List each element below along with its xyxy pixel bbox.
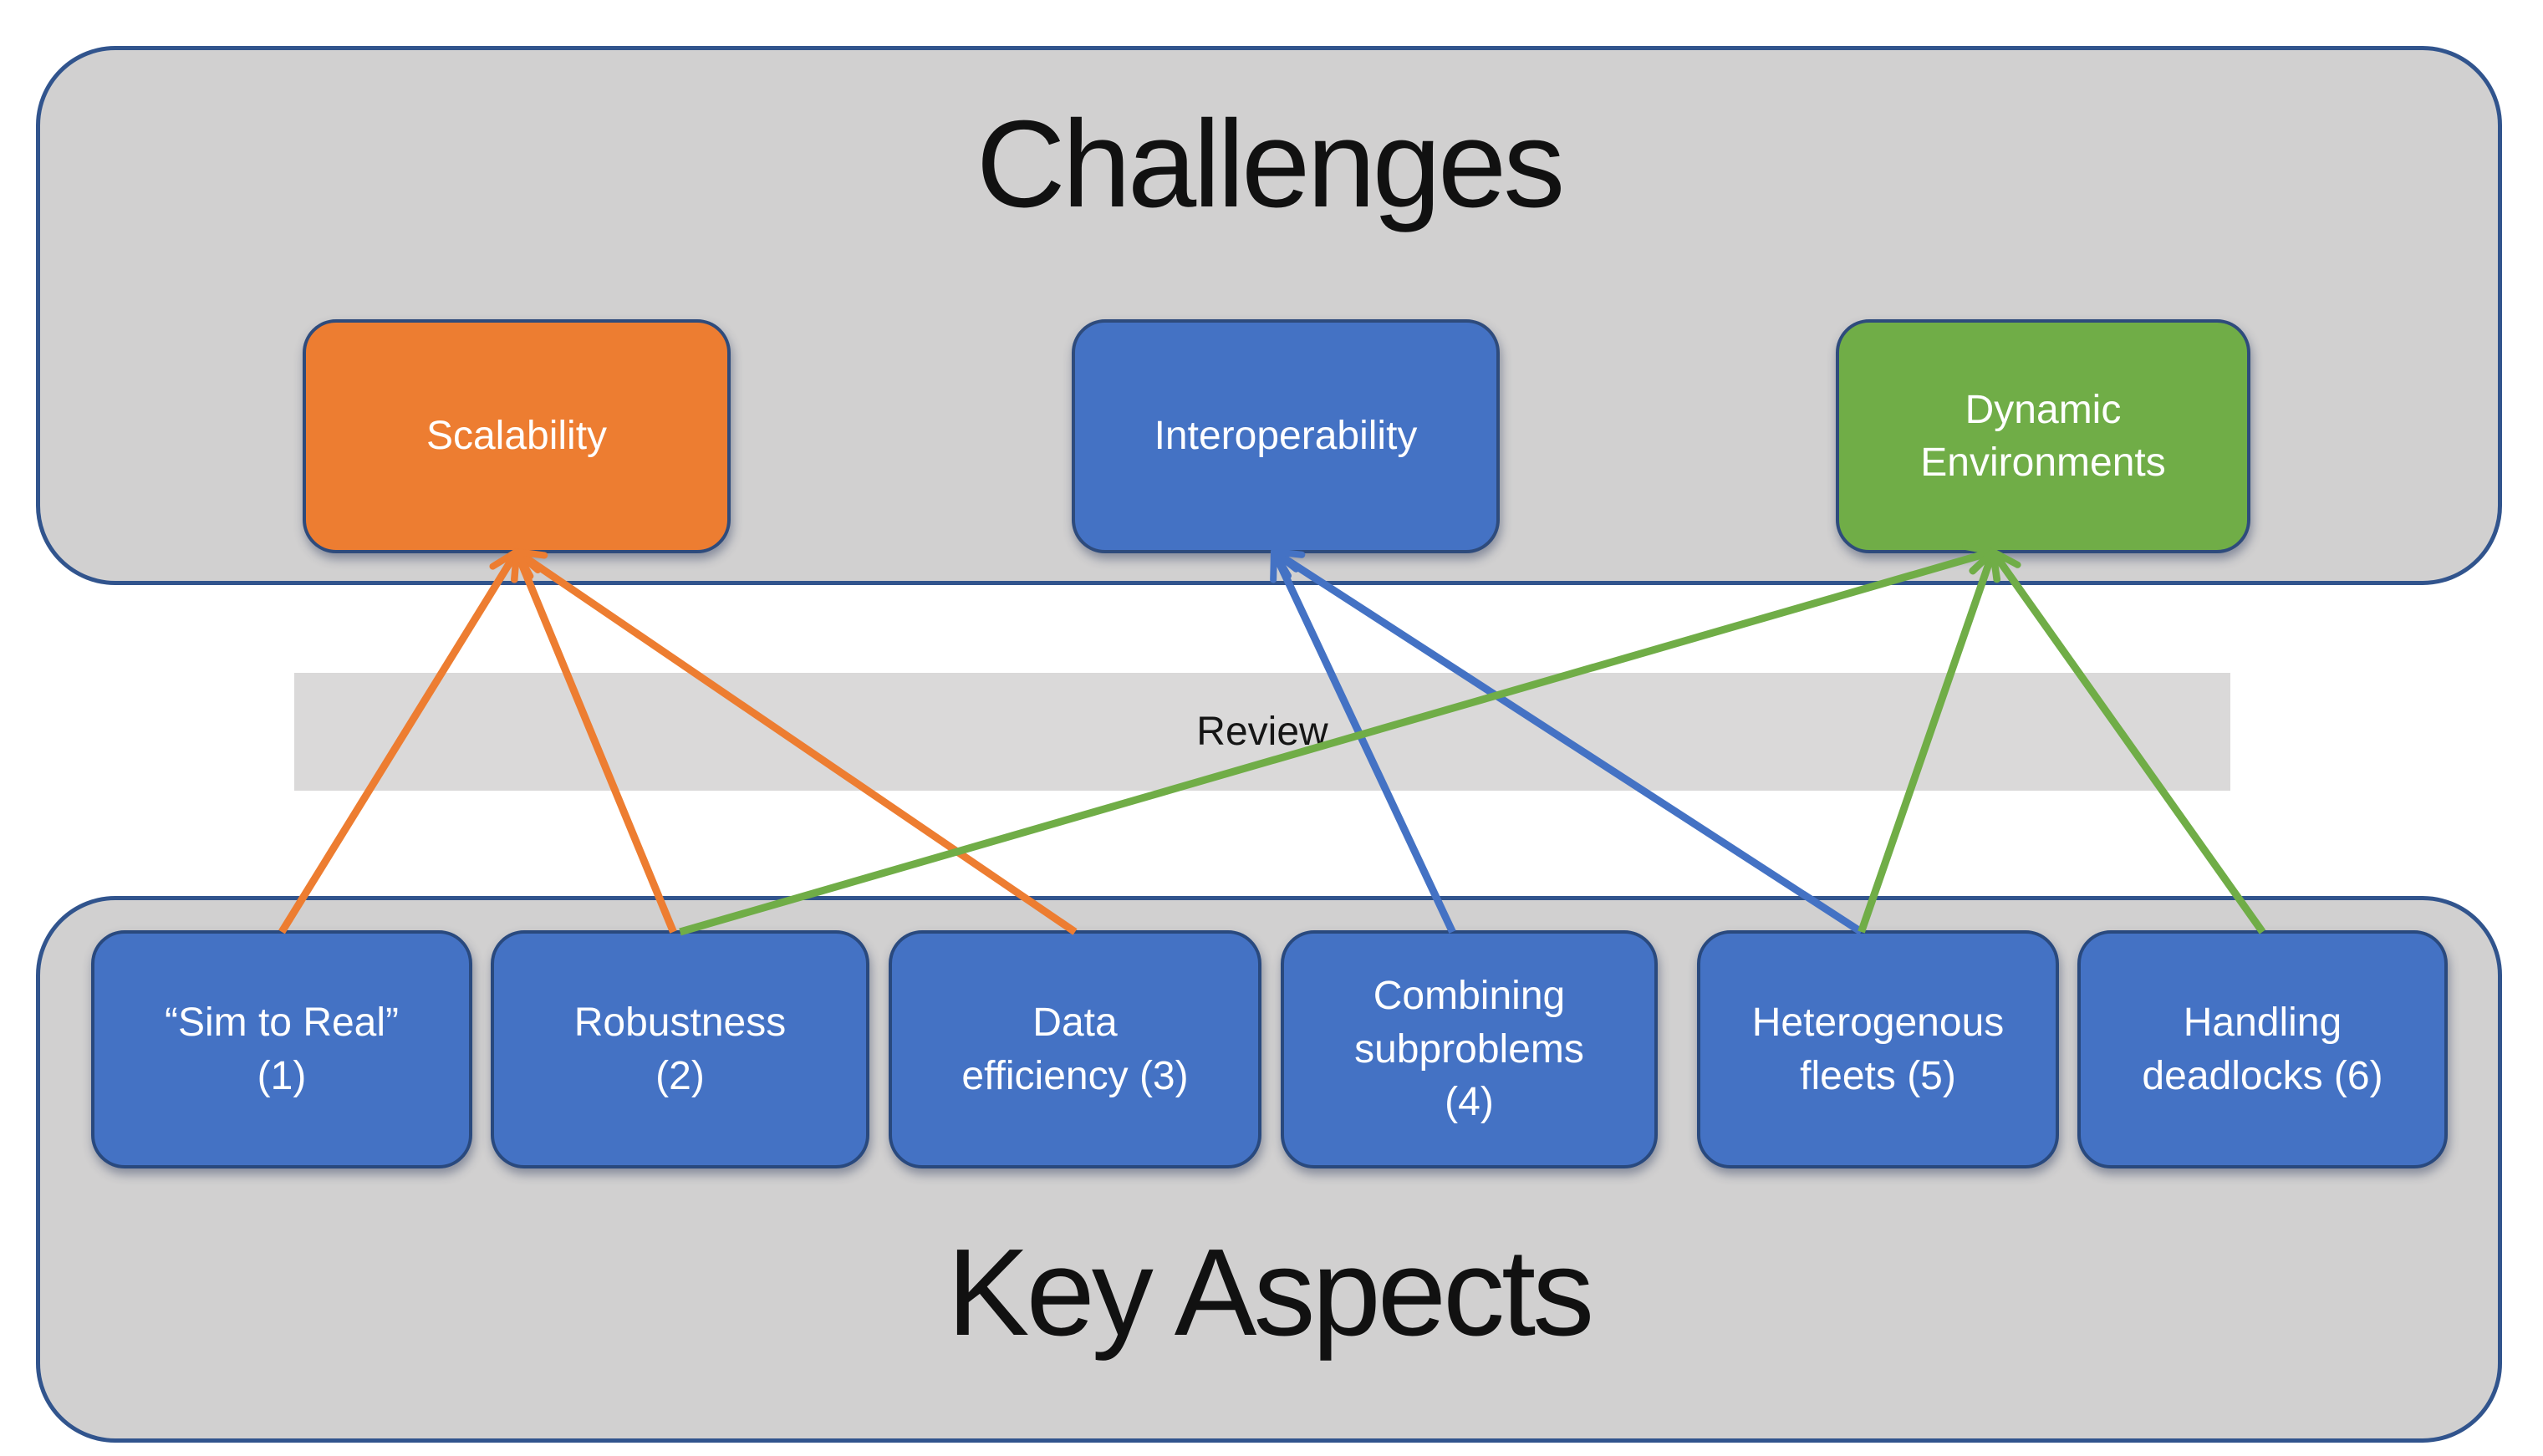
- aspect-box-handling-deadlocks: Handling deadlocks (6): [2077, 930, 2448, 1168]
- challenge-box-scalability: Scalability: [303, 319, 731, 553]
- aspect-box-combining-subproblems: Combining subproblems (4): [1281, 930, 1658, 1168]
- challenges-title: Challenges: [976, 95, 1566, 233]
- challenge-box-dynamic-environments: Dynamic Environments: [1836, 319, 2250, 553]
- aspect-box-sim-to-real: “Sim to Real” (1): [91, 930, 472, 1168]
- review-band: Review: [294, 673, 2230, 791]
- key-aspects-title: Key Aspects: [946, 1224, 1594, 1362]
- aspect-box-data-efficiency: Data efficiency (3): [889, 930, 1261, 1168]
- aspect-box-robustness: Robustness (2): [491, 930, 869, 1168]
- challenge-box-interoperability: Interoperability: [1072, 319, 1500, 553]
- aspect-box-heterogenous-fleets: Heterogenous fleets (5): [1697, 930, 2059, 1168]
- review-label: Review: [1196, 710, 1328, 754]
